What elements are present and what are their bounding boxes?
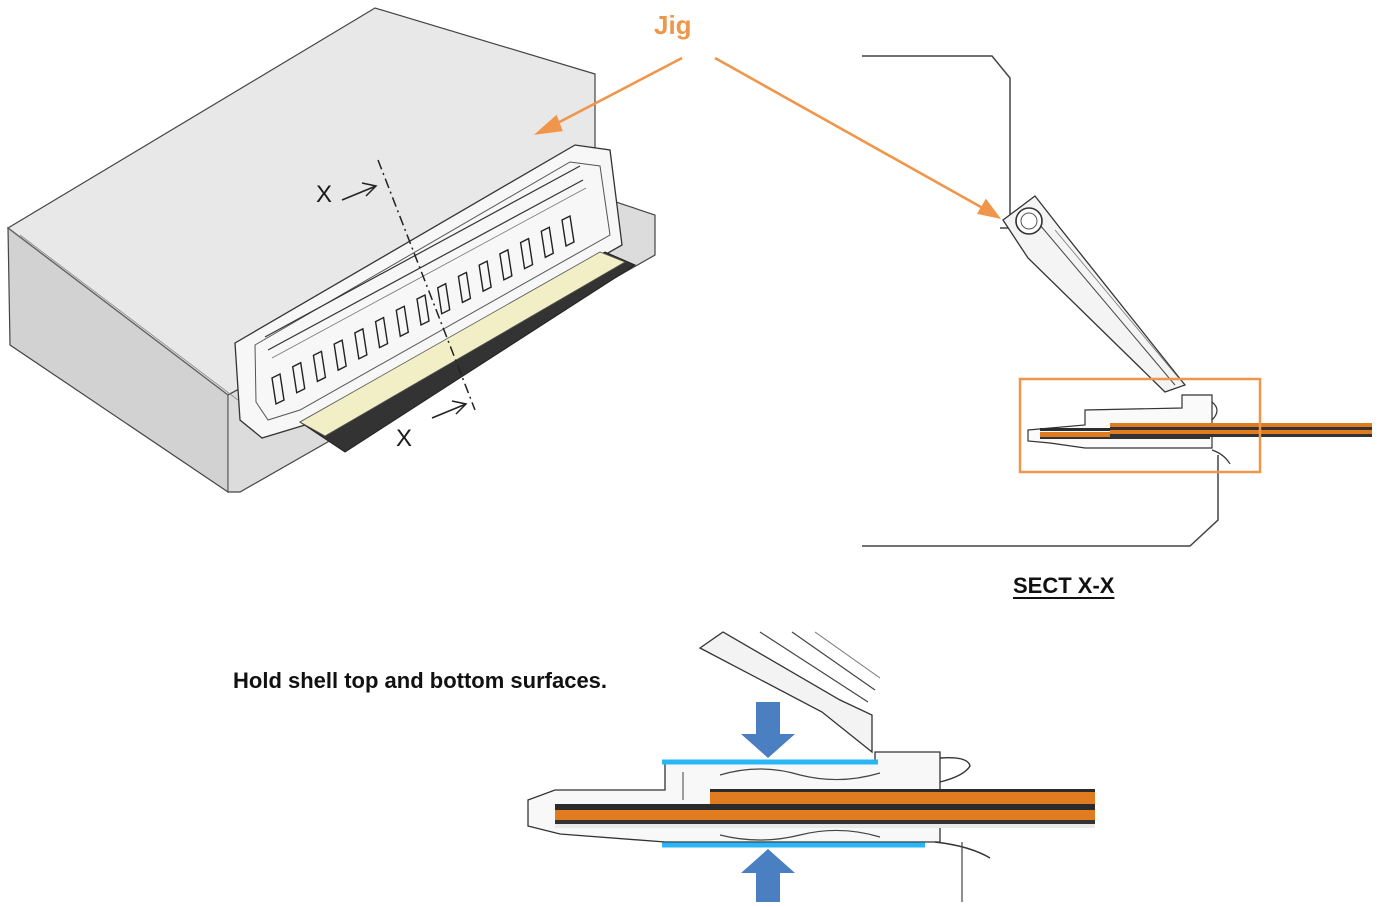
fpc-cable-tape <box>299 251 626 437</box>
contact-slot <box>354 327 368 360</box>
section-housing <box>1027 394 1213 449</box>
detail-cable-lower <box>555 804 1095 810</box>
contact-slot <box>540 226 555 259</box>
section-mark-top: X <box>316 181 333 208</box>
detail-lever <box>698 631 873 754</box>
contact-slot <box>333 339 347 372</box>
actuator-pivot <box>1015 207 1043 235</box>
contact-slots <box>271 214 575 406</box>
contact-slot <box>271 372 285 406</box>
section-highlight-box <box>1018 377 1262 474</box>
hold-instruction: Hold shell top and bottom surfaces. <box>233 668 608 693</box>
contact-slot <box>291 361 306 394</box>
contact-slot <box>395 305 410 338</box>
section-mark-bottom: X <box>396 425 413 452</box>
section-line-xx <box>377 159 476 411</box>
detail-cable-upper <box>710 791 1095 804</box>
contact-slot <box>457 271 472 304</box>
contact-slot <box>416 293 430 327</box>
section-view <box>862 55 1372 547</box>
press-arrow-down <box>741 702 795 758</box>
contact-slot <box>499 248 513 281</box>
jig-label: Jig <box>654 10 692 40</box>
contact-slot <box>312 350 327 383</box>
section-jig-outline <box>862 55 1011 229</box>
contact-slot <box>519 237 534 270</box>
section-arrow-top <box>341 182 378 201</box>
jig-callout-arrows <box>533 56 1002 219</box>
section-arrow-bottom <box>431 400 468 419</box>
enlarged-detail-view <box>527 631 1095 902</box>
contact-slot <box>436 282 451 315</box>
contact-slot <box>561 214 575 248</box>
contact-slot <box>374 316 389 349</box>
section-cable-extension <box>1110 423 1372 427</box>
section-title: SECT X-X <box>1013 573 1115 598</box>
contact-slot <box>478 260 492 293</box>
press-arrow-up <box>741 849 795 902</box>
isometric-connector-view <box>6 7 656 494</box>
